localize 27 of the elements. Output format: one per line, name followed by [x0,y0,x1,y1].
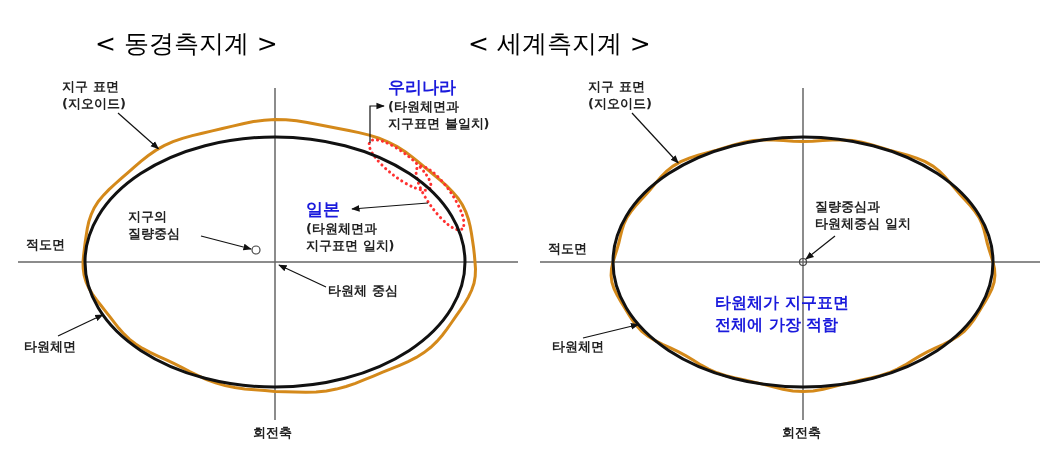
leader-arrow [805,235,836,260]
callout-text: 타원체면 [552,338,632,355]
axis-label: 적도면 [548,240,588,257]
callout-text: 지구 표면 (지오이드) [588,78,680,112]
leader-arrow [631,112,679,164]
leader-arrow [200,235,252,251]
note-text: 타원체가 지구표면 전체에 가장 적합 [715,292,850,336]
leader-arrow [57,314,104,337]
callout-text: 지구 표면 (지오이드) [62,78,154,112]
leader-arrow [351,202,429,212]
axis-label: 적도면 [26,236,66,253]
callout-text: (타원체면과 지구표면 불일치) [388,98,491,132]
leader-arrow [278,264,327,288]
callout-text: 질량중심과 타원체중심 일치 [815,198,940,232]
leader-arrow [117,112,160,150]
callout-text: 타원체면 [24,338,104,355]
callout-text: 지구의 질량중심 [128,208,203,242]
leader-arrow [369,102,385,144]
axis-label: 회전축 [253,424,293,441]
leader-arrow [582,323,640,339]
panel-title: < 동경측지계 > [95,28,279,60]
axis-label: 회전축 [782,424,822,441]
place-heading: 일본 [306,198,341,220]
place-heading: 우리나라 [388,76,457,98]
callout-text: (타원체면과 지구표면 일치) [306,220,396,254]
callout-text: 타원체 중심 [328,282,428,299]
panel-title: < 세계측지계 > [468,28,652,60]
